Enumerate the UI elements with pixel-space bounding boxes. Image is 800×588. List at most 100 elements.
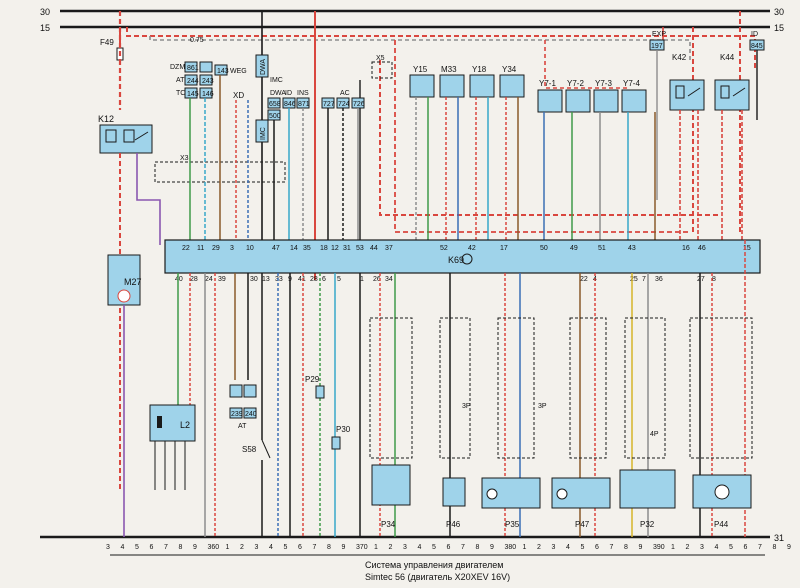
terminal-number-38: 1 bbox=[671, 544, 675, 551]
connector-x3-label: X3 bbox=[180, 155, 189, 162]
tb-dzm: DZM bbox=[170, 64, 185, 71]
coil-y34-label: Y34 bbox=[502, 65, 517, 74]
terminal-number-37: 390 bbox=[653, 544, 665, 551]
terminal-number-27: 380 bbox=[505, 544, 517, 551]
n871: 871 bbox=[298, 101, 310, 108]
ecu-bottom-pin-5: 13 bbox=[262, 276, 270, 283]
tb-xd: XD bbox=[233, 91, 244, 100]
terminal-number-6: 9 bbox=[193, 544, 197, 551]
ecu-top-pin-52: 52 bbox=[440, 245, 448, 252]
terminal-number-42: 5 bbox=[729, 544, 733, 551]
plug-3p-b: 3P bbox=[538, 403, 547, 410]
terminal-number-9: 2 bbox=[240, 544, 244, 551]
ecu-bottom-pin-1: 28 bbox=[190, 276, 198, 283]
dwa-imc-boxes: DWA IMC IMC DWA ID INS 658 500 846 871 A… bbox=[255, 54, 365, 143]
coil-y73-label: Y7-3 bbox=[595, 79, 612, 88]
relay-k42-label: K42 bbox=[672, 53, 687, 62]
terminal-number-11: 4 bbox=[269, 544, 273, 551]
terminal-number-24: 7 bbox=[461, 544, 465, 551]
motor-m27: M27 bbox=[107, 254, 142, 537]
ecu-top-pin-42: 42 bbox=[468, 245, 476, 252]
ins-label: INS bbox=[297, 90, 309, 97]
sensor-p29: P29 bbox=[305, 375, 325, 399]
terminal-number-39: 2 bbox=[686, 544, 690, 551]
terminal-number-14: 7 bbox=[313, 544, 317, 551]
exp-id-blocks: EXP 197 ID 845 bbox=[649, 31, 765, 240]
terminal-number-16: 9 bbox=[342, 544, 346, 551]
dwa-label: DWA bbox=[270, 90, 286, 97]
tb-at: AT bbox=[176, 77, 185, 84]
tb-146: 146 bbox=[202, 91, 214, 98]
tb-weg: WEG bbox=[230, 68, 247, 75]
ecu-bottom-pin-14: 34 bbox=[385, 276, 393, 283]
terminal-number-3: 6 bbox=[150, 544, 154, 551]
tb-143: 143 bbox=[217, 68, 229, 75]
ecu-top-pin-15: 15 bbox=[743, 245, 751, 252]
sensor-p34: P34 bbox=[371, 464, 411, 529]
terminal-number-34: 7 bbox=[610, 544, 614, 551]
ecu-top-pin-18: 18 bbox=[320, 245, 328, 252]
relay-k12-label: K12 bbox=[98, 114, 114, 124]
terminal-number-30: 3 bbox=[552, 544, 556, 551]
n240: 240 bbox=[245, 411, 257, 418]
relay-k44-label: K44 bbox=[720, 53, 735, 62]
terminal-number-20: 3 bbox=[403, 544, 407, 551]
ecu-bottom-pin-0: 40 bbox=[175, 276, 183, 283]
ecu-bottom-pin-10: 6 bbox=[322, 276, 326, 283]
n846: 846 bbox=[284, 101, 296, 108]
p35-label: P35 bbox=[505, 520, 520, 529]
signal-blocks-left: DZM 861 AT 244 243 TC 145 146 143 WEG XD bbox=[170, 61, 247, 100]
relay-k44: K44 bbox=[714, 53, 750, 111]
terminal-number-33: 6 bbox=[595, 544, 599, 551]
terminal-number-2: 5 bbox=[135, 544, 139, 551]
terminal-number-29: 2 bbox=[537, 544, 541, 551]
signal-wires-top bbox=[189, 75, 359, 240]
ecu-bottom-pin-9: 28 bbox=[310, 276, 318, 283]
terminal-number-31: 4 bbox=[566, 544, 570, 551]
caption-line1: Система управления двигателем bbox=[365, 560, 503, 570]
ecu-top-pin-16: 16 bbox=[682, 245, 690, 252]
n845: 845 bbox=[751, 43, 763, 50]
n239: 239 bbox=[231, 411, 243, 418]
n724: 724 bbox=[338, 101, 350, 108]
p32-label: P32 bbox=[640, 520, 655, 529]
terminal-number-0: 3 bbox=[106, 544, 110, 551]
ecu-top-pin-29: 29 bbox=[212, 245, 220, 252]
n658: 658 bbox=[269, 101, 281, 108]
terminal-number-23: 6 bbox=[447, 544, 451, 551]
s58-label: S58 bbox=[242, 445, 257, 454]
relay-k42: K42 bbox=[669, 53, 705, 111]
ecu-bottom-pin-3: 39 bbox=[218, 276, 226, 283]
fuse-f49-label: F49 bbox=[100, 38, 114, 47]
tb-244: 244 bbox=[187, 78, 199, 85]
ecu-bottom-pin-8: 41 bbox=[298, 276, 306, 283]
at-label: AT bbox=[238, 423, 247, 430]
ecu-top-pin-46: 46 bbox=[698, 245, 706, 252]
ecu-label: K69 bbox=[448, 255, 464, 265]
id-k44-label: ID bbox=[751, 31, 758, 38]
ecu-bottom-pin-13: 26 bbox=[373, 276, 381, 283]
ecu-top-pin-14: 14 bbox=[290, 245, 298, 252]
ecu-top-pin-47: 47 bbox=[272, 245, 280, 252]
terminal-number-7: 360 bbox=[208, 544, 220, 551]
coil-y15-label: Y15 bbox=[413, 65, 428, 74]
imc-label: IMC bbox=[270, 77, 283, 84]
p47-label: P47 bbox=[575, 520, 590, 529]
rail-30-label-right: 30 bbox=[774, 7, 784, 17]
ecu-top-pin-44: 44 bbox=[370, 245, 378, 252]
terminal-number-18: 1 bbox=[374, 544, 378, 551]
ecu-bottom-pin-17: 25 bbox=[630, 276, 638, 283]
ecu-bottom-pin-19: 36 bbox=[655, 276, 663, 283]
p34-label: P34 bbox=[381, 520, 396, 529]
terminal-number-22: 5 bbox=[432, 544, 436, 551]
sensor-p46: P46 3P bbox=[442, 403, 471, 529]
n197: 197 bbox=[651, 43, 663, 50]
ecu-top-pin-53: 53 bbox=[356, 245, 364, 252]
ecu-top-pin-3: 3 bbox=[230, 245, 234, 252]
connector-x5-label: X5 bbox=[376, 55, 385, 62]
rail-31: 31 bbox=[40, 533, 784, 543]
terminal-number-13: 6 bbox=[298, 544, 302, 551]
